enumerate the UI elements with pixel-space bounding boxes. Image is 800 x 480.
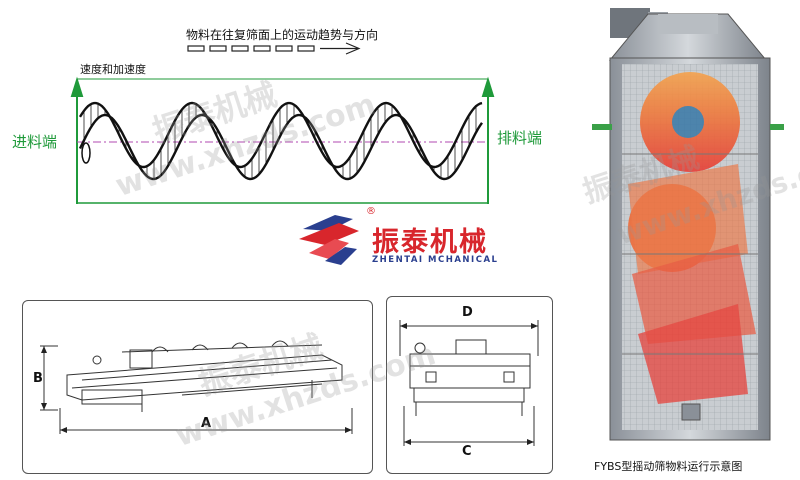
outlet-label: 排料端 bbox=[497, 129, 543, 147]
machine-photo bbox=[592, 8, 784, 441]
logo-registered: ® bbox=[366, 206, 376, 217]
end-view-drawing bbox=[399, 320, 539, 446]
motion-direction-arrow bbox=[187, 42, 361, 55]
dimension-a-label: A bbox=[201, 416, 212, 431]
wave-diagram bbox=[70, 76, 495, 204]
dimension-d-label: D bbox=[462, 305, 473, 320]
logo-text-en: ZHENTAI MCHANICAL bbox=[372, 255, 499, 265]
side-view-drawing bbox=[40, 340, 353, 434]
dimension-c-label: C bbox=[462, 444, 472, 459]
motion-caption: 物料在往复筛面上的运动趋势与方向 bbox=[186, 28, 379, 42]
logo-emblem bbox=[299, 215, 359, 265]
inlet-label: 进料端 bbox=[12, 133, 58, 151]
logo-text-cn: 振泰机械 bbox=[372, 227, 488, 258]
photo-caption: FYBS型摇动筛物料运行示意图 bbox=[594, 460, 743, 473]
dimension-b-label: B bbox=[33, 371, 43, 386]
speed-label: 速度和加速度 bbox=[80, 63, 146, 76]
